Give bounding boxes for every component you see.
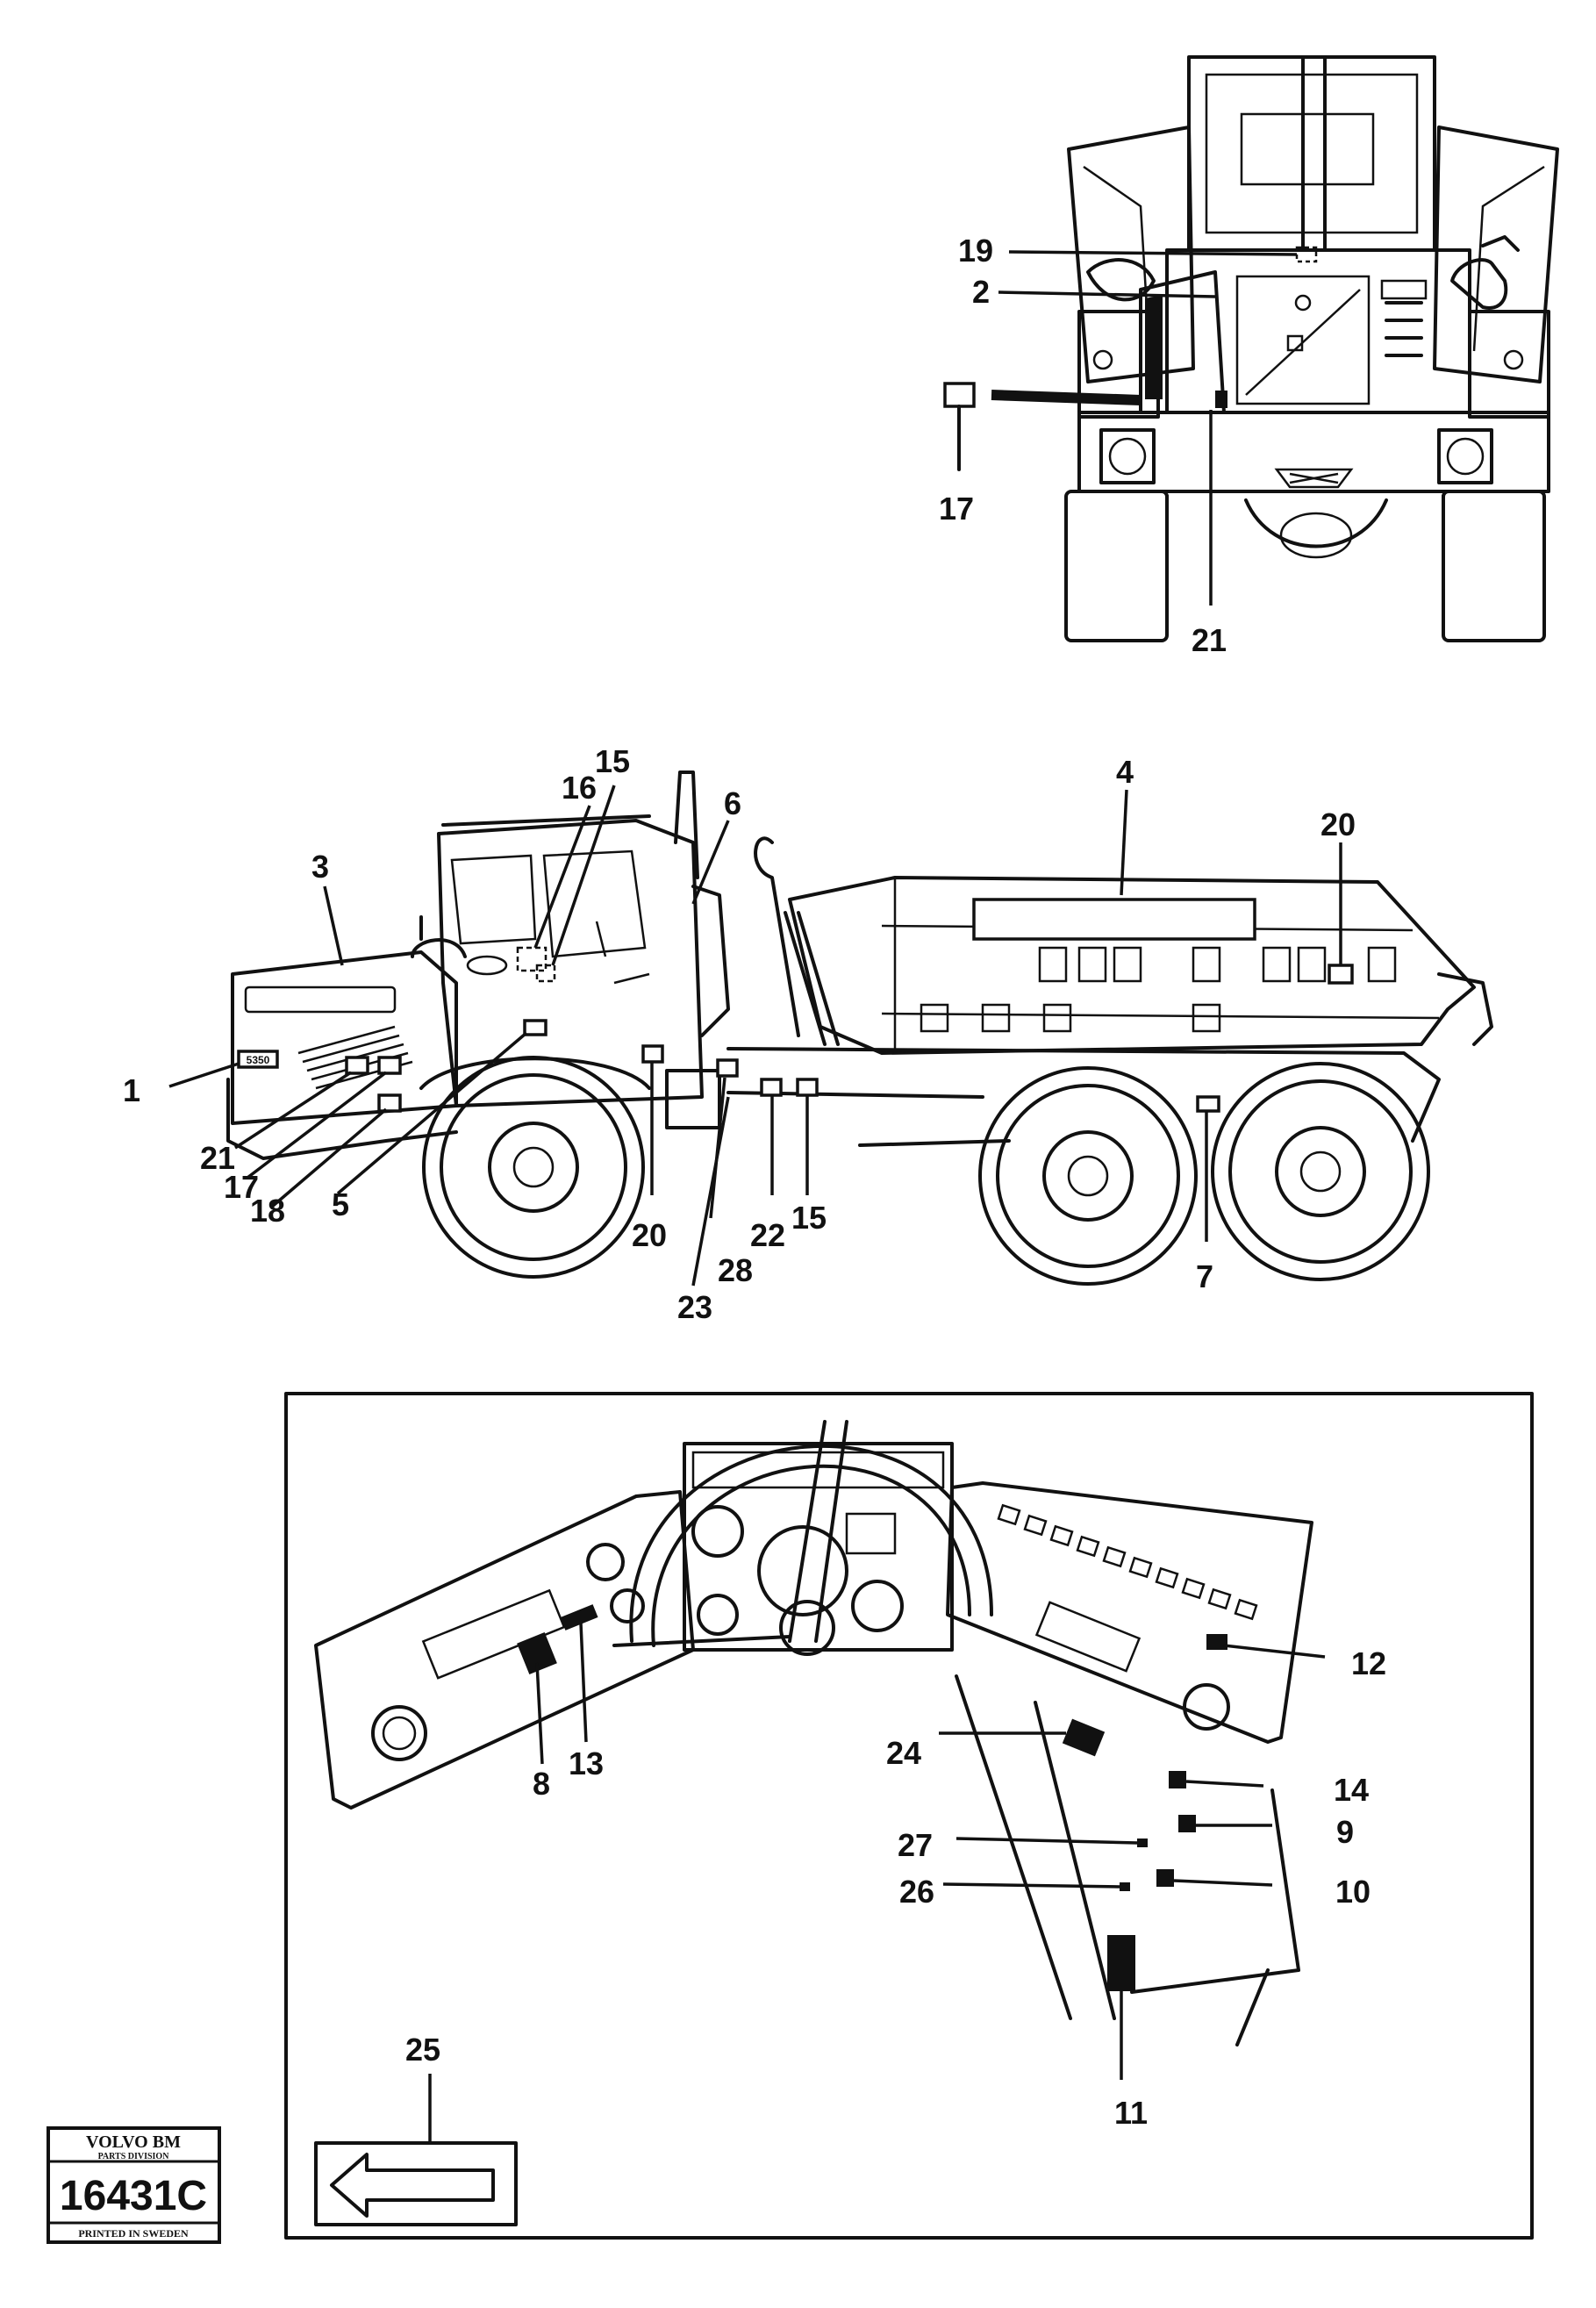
wheel-rear (1211, 1062, 1430, 1281)
left-arrow-icon (330, 2153, 495, 2218)
callout-10: 10 (1335, 1874, 1371, 1910)
stamp-brand: VOLVO BM (86, 2132, 181, 2152)
decal-17-rear (943, 382, 976, 408)
decal-12 (1206, 1634, 1227, 1650)
callout-17: 17 (224, 1169, 259, 1205)
callout-27: 27 (898, 1827, 933, 1863)
decal-8 (517, 1632, 557, 1674)
decal-11 (1107, 1935, 1135, 1991)
stamp-division: PARTS DIVISION (98, 2152, 170, 2161)
decal-28-side (716, 1058, 739, 1078)
decal-24 (1062, 1718, 1106, 1757)
callout-28: 28 (718, 1252, 753, 1288)
callout-21: 21 (200, 1140, 235, 1176)
decal-18-side (377, 1093, 402, 1113)
callout-18: 18 (250, 1193, 285, 1229)
callout-12: 12 (1351, 1645, 1386, 1681)
callout-labels: 19 2 17 21 15 16 6 4 20 3 1 21 17 18 5 2… (123, 233, 1386, 2131)
decal-15-side (796, 1078, 819, 1097)
callout-23: 23 (677, 1289, 712, 1325)
decal-9 (1178, 1815, 1196, 1832)
side-view: 5350 (168, 771, 1493, 1287)
callout-26: 26 (899, 1874, 934, 1910)
callout-15: 15 (595, 743, 630, 779)
wheel-front (422, 1056, 645, 1279)
decal-25-arrow-sticker (314, 2141, 518, 2226)
rear-view (943, 55, 1559, 642)
dashboard-view (284, 1392, 1534, 2240)
decal-17-side (377, 1056, 402, 1075)
callout-3: 3 (311, 849, 329, 885)
callout-20: 20 (1320, 806, 1356, 842)
decal-7-side (1196, 1095, 1220, 1113)
vent-grill (1380, 279, 1428, 357)
wheel-middle (978, 1066, 1198, 1286)
decal-27 (1137, 1839, 1148, 1847)
volvo-bm-stamp: VOLVO BM PARTS DIVISION 16431C PRINTED I… (47, 2126, 221, 2244)
decal-20-body (1328, 964, 1354, 985)
model-plate (237, 1050, 279, 1069)
callout-4: 4 (1116, 754, 1134, 790)
callout-19: 19 (958, 233, 993, 269)
callout-7: 7 (1196, 1258, 1213, 1294)
callout-21: 21 (1192, 622, 1227, 658)
callout-17: 17 (939, 491, 974, 527)
model-plate-text: 5350 (247, 1054, 270, 1066)
body-ribs (920, 946, 1397, 1033)
callout-20: 20 (632, 1217, 667, 1253)
stamp-number: 16431C (60, 2173, 207, 2219)
callout-9: 9 (1336, 1814, 1354, 1850)
callout-2: 2 (972, 274, 990, 310)
callout-14: 14 (1334, 1772, 1369, 1808)
callout-13: 13 (569, 1745, 604, 1781)
decal-13 (560, 1604, 598, 1631)
callout-1: 1 (123, 1072, 140, 1108)
callout-15: 15 (791, 1200, 827, 1236)
decal-26 (1120, 1882, 1130, 1891)
callout-11: 11 (1114, 2095, 1148, 2131)
decal-5-side (523, 1019, 548, 1036)
decal-20-side (641, 1044, 664, 1064)
callout-8: 8 (533, 1766, 550, 1802)
body-decal-panel (972, 898, 1256, 941)
callout-16: 16 (562, 770, 597, 806)
callout-5: 5 (332, 1186, 349, 1222)
callout-25: 25 (405, 2032, 440, 2068)
decal-14 (1169, 1771, 1186, 1788)
decal-21-side (345, 1056, 369, 1075)
callout-6: 6 (724, 785, 741, 821)
decal-10 (1156, 1869, 1174, 1887)
stamp-printed: PRINTED IN SWEDEN (78, 2227, 189, 2240)
indicator-lamps (997, 1503, 1258, 1621)
decal-22-side (760, 1078, 783, 1097)
dashboard-frame (284, 1392, 1534, 2240)
callout-24: 24 (886, 1735, 921, 1771)
callout-22: 22 (750, 1217, 785, 1253)
